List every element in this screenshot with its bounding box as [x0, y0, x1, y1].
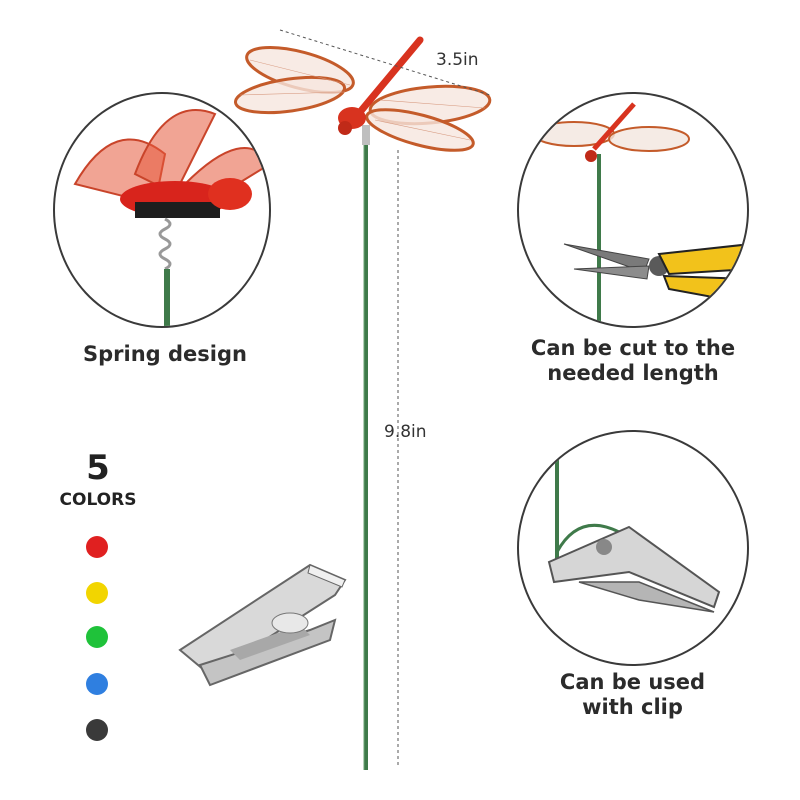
clip-caption-line2: with clip [582, 695, 683, 719]
spring-design-caption: Spring design [60, 342, 270, 367]
spring-design-text: Spring design [83, 342, 247, 366]
pliers-icon [533, 102, 747, 326]
color-swatch-black [86, 719, 108, 741]
cut-caption-line1: Can be cut to the [530, 336, 736, 360]
clip-caption: Can be used with clip [520, 670, 745, 720]
spring-detail-circle [53, 92, 271, 328]
metal-clip-image [178, 563, 347, 687]
clip-detail-circle [517, 430, 749, 666]
color-swatch-green [86, 626, 108, 648]
clip-icon [547, 432, 721, 613]
wingspan-label: 3.5in [436, 50, 479, 70]
cut-caption-line2: needed length [547, 361, 719, 385]
color-swatch-blue [86, 673, 108, 695]
cut-caption: Can be cut to the needed length [508, 336, 758, 386]
color-swatch-yellow [86, 582, 108, 604]
colors-title: COLORS [59, 490, 137, 510]
cut-detail-circle [517, 92, 749, 328]
color-swatch-red [86, 536, 108, 558]
colors-count: 5 [86, 448, 110, 488]
stake-height-label: 9.8in [384, 422, 427, 442]
clip-caption-line1: Can be used [559, 670, 706, 694]
spring-icon [73, 109, 269, 326]
